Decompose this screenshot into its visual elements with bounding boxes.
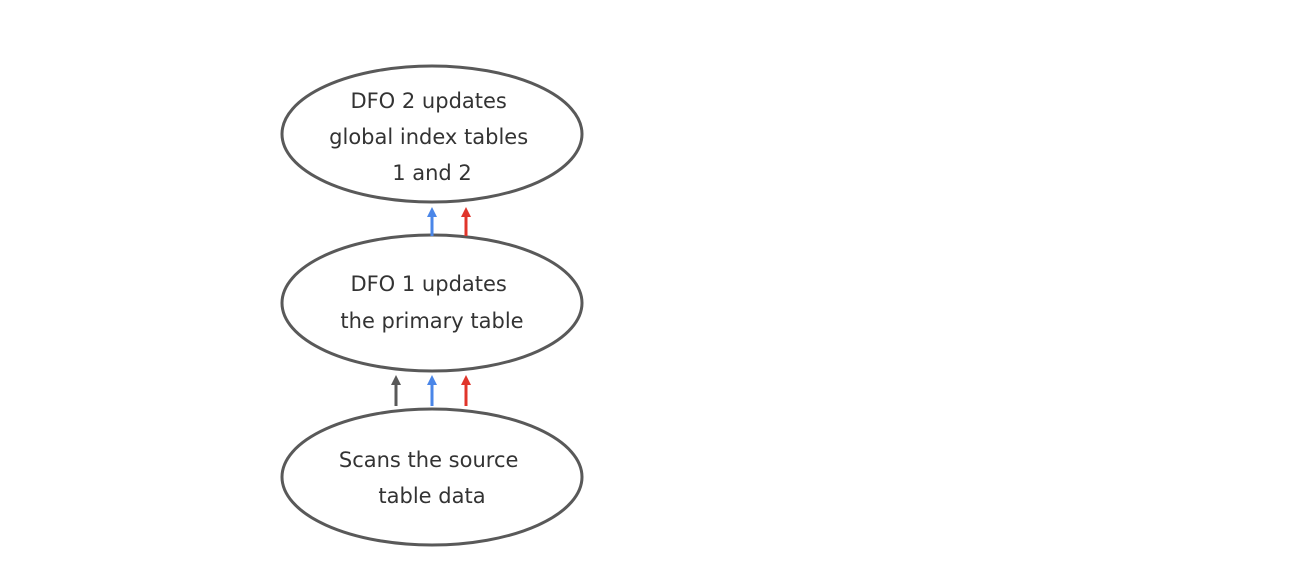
node-dfo1-label: DFO 1 updates the primary table xyxy=(340,272,523,333)
node-dfo1-ellipse xyxy=(280,233,584,373)
node-scan: Scans the source table data xyxy=(280,407,584,547)
node-dfo1: DFO 1 updates the primary table xyxy=(280,233,584,373)
node-scan-line-1: Scans the source xyxy=(339,448,519,472)
arrows-scan-to-dfo1 xyxy=(391,375,471,406)
node-dfo2-line-1: DFO 2 updates xyxy=(350,89,506,113)
node-dfo1-line-2: the primary table xyxy=(340,309,523,333)
node-dfo2-ellipse xyxy=(280,64,584,204)
node-dfo2: DFO 2 updates global index tables 1 and … xyxy=(280,64,584,204)
node-scan-line-2: table data xyxy=(378,484,485,508)
node-dfo2-line-3: 1 and 2 xyxy=(392,161,472,185)
node-dfo1-line-1: DFO 1 updates xyxy=(350,272,506,296)
node-scan-label: Scans the source table data xyxy=(339,448,525,508)
node-dfo2-line-2: global index tables xyxy=(329,125,528,149)
node-dfo2-label: DFO 2 updates global index tables 1 and … xyxy=(329,89,535,185)
arrows-dfo1-to-dfo2 xyxy=(427,207,471,236)
node-scan-ellipse xyxy=(280,407,584,547)
